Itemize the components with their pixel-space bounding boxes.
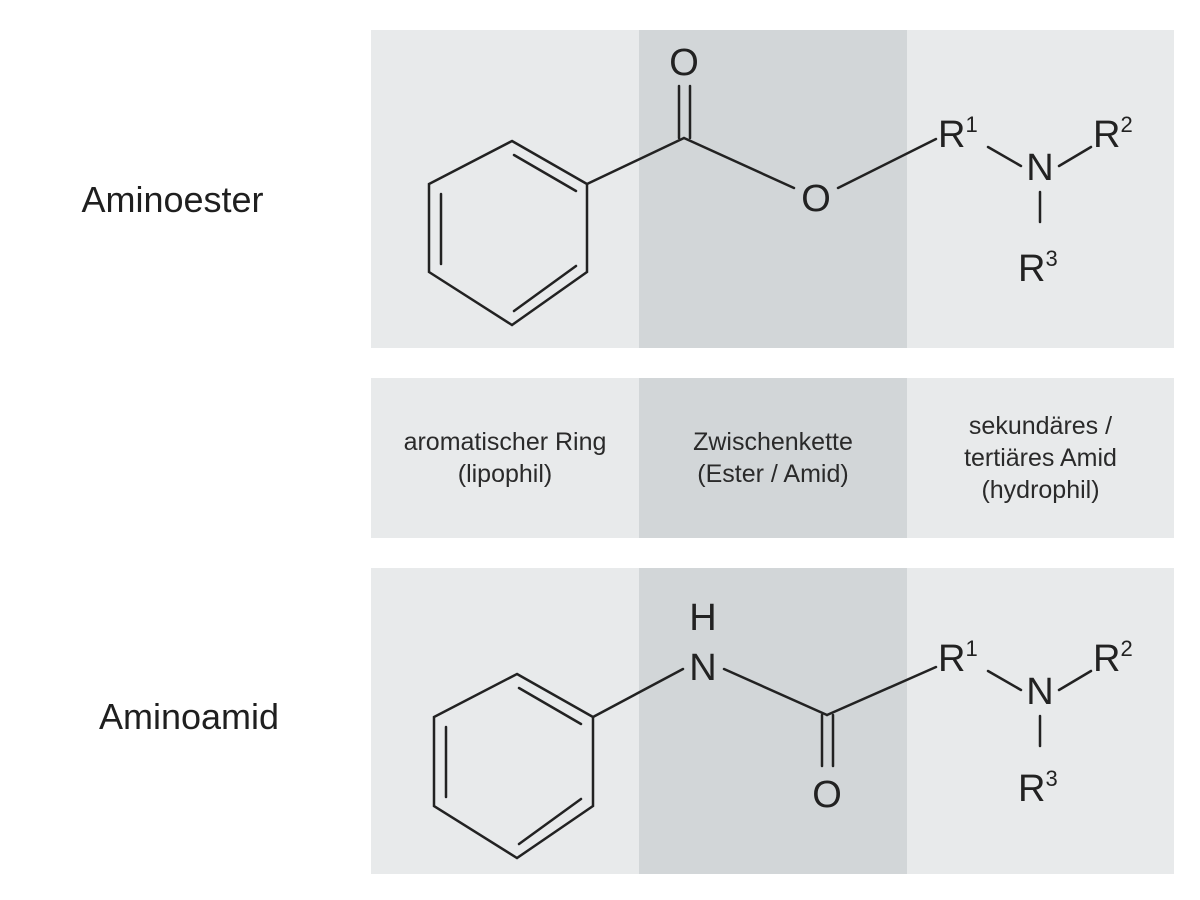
aminoamid-molecule: H N O R1 N R2 R3 xyxy=(432,597,1133,860)
legend-chain-line-2: (Ester / Amid) xyxy=(697,460,849,488)
legend-ring-line-1: aromatischer Ring xyxy=(403,428,607,456)
row-label-aminoester: Aminoester xyxy=(81,179,264,220)
bond-carbonyl-r1 xyxy=(825,665,938,717)
legend-chain-line-1: Zwischenkette xyxy=(693,428,853,456)
bond-r1-n xyxy=(986,145,1023,168)
group-r1: R1 xyxy=(938,112,978,156)
aminoamid-structure-panel: H N O R1 N R2 R3 xyxy=(371,568,1174,874)
group-r1: R1 xyxy=(938,636,978,680)
atom-carbonyl-oxygen: O xyxy=(669,42,699,84)
atom-amide-nitrogen: N xyxy=(689,647,716,689)
legend-amine-line-1: sekundäres / xyxy=(968,412,1113,440)
chain-region-band xyxy=(639,378,907,538)
group-r3: R3 xyxy=(1018,766,1058,810)
amine-region-band xyxy=(907,378,1174,538)
aminoester-structure-panel: O O R1 N R2 R3 xyxy=(371,30,1174,348)
benzene-ring xyxy=(427,139,589,327)
legend-intermediate-chain: Zwischenkette (Ester / Amid) xyxy=(639,378,907,538)
ring-region-band xyxy=(371,568,639,874)
legend-amine-line-2: tertiäres Amid xyxy=(964,444,1117,472)
legend-ring-line-2: (lipophil) xyxy=(457,460,553,488)
bond-n-r2 xyxy=(1057,145,1093,168)
benzene-ring xyxy=(432,672,595,860)
atom-ester-oxygen: O xyxy=(801,178,831,220)
bond-carbonyl-ester-oxygen xyxy=(682,136,796,190)
group-r3: R3 xyxy=(1018,246,1058,290)
row-label-aminoamid: Aminoamid xyxy=(98,696,280,737)
atom-amine-nitrogen: N xyxy=(1026,671,1053,713)
bond-ring-nh xyxy=(591,667,685,719)
bond-r1-n xyxy=(986,669,1023,692)
legend-aromatic-ring: aromatischer Ring (lipophil) xyxy=(371,378,639,538)
region-legend-panel: aromatischer Ring (lipophil) Zwischenket… xyxy=(371,378,1174,538)
bond-oxygen-r1 xyxy=(836,137,938,190)
bond-n-r2 xyxy=(1057,669,1093,692)
bond-ring-carbonyl xyxy=(585,136,686,186)
legend-amine: sekundäres / tertiäres Amid (hydrophil) xyxy=(907,378,1174,538)
atom-carbonyl-oxygen: O xyxy=(812,774,842,816)
amine-region-band xyxy=(907,30,1174,348)
aminoester-molecule: O O R1 N R2 R3 xyxy=(427,42,1133,327)
group-r2: R2 xyxy=(1093,636,1133,680)
ring-region-band xyxy=(371,30,639,348)
atom-amide-hydrogen: H xyxy=(689,597,716,639)
ring-region-band xyxy=(371,378,639,538)
legend-amine-line-3: (hydrophil) xyxy=(981,476,1100,504)
chain-region-band xyxy=(639,30,907,348)
chain-region-band xyxy=(639,568,907,874)
bond-nh-carbonyl xyxy=(722,667,829,717)
atom-amine-nitrogen: N xyxy=(1026,147,1053,189)
group-r2: R2 xyxy=(1093,112,1133,156)
